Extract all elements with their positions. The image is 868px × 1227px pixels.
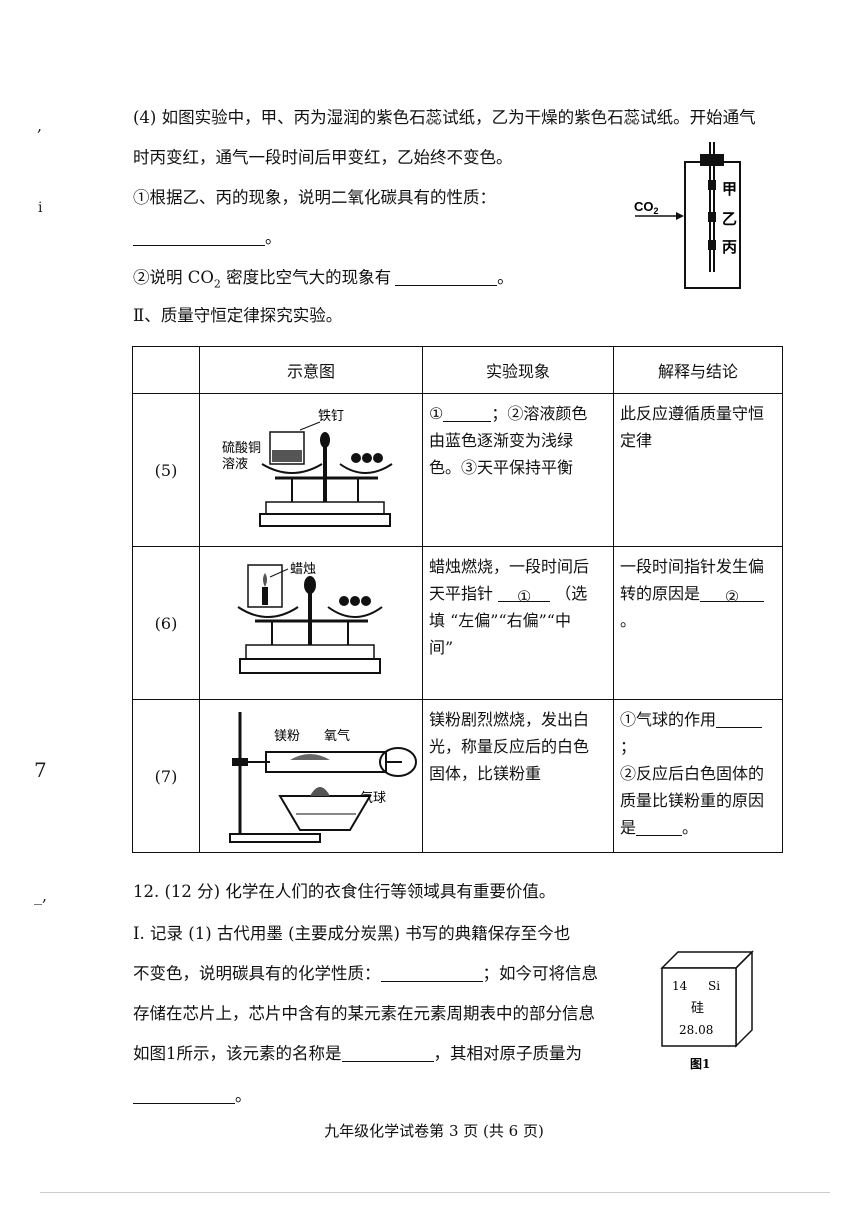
diagram-cell: 蜡烛 (199, 546, 423, 700)
element-mass: 28.08 (679, 1023, 713, 1037)
observation-cell: 蜡烛燃烧，一段时间后 天平指针 ① （选 填 “左偏”“右偏”“中 间” (422, 546, 614, 700)
bottom-divider (40, 1192, 830, 1193)
element-number: 14 (672, 979, 688, 993)
q4-sub1: ①根据乙、丙的现象，说明二氧化碳具有的性质： (133, 188, 496, 207)
silicon-element-figure: 14 Si 硅 28.08 图1 (660, 950, 754, 1071)
q12-line4: 如图1所示，该元素的名称是，其相对原子质量为 (133, 1043, 582, 1063)
margin-mark: i (38, 200, 43, 216)
label-jia: 甲 (722, 180, 737, 198)
magnesium-combustion-diagram: 镁粉 氧气 气球 (229, 712, 417, 843)
margin-mark: _, (34, 886, 48, 905)
answer-blank[interactable] (380, 963, 483, 982)
balance-candle-diagram: 蜡烛 (237, 562, 383, 674)
observation-cell: 镁粉剧烈燃烧，发出白 光，称量反应后的白色 固体，比镁粉重 (422, 699, 614, 853)
co2-label: CO (634, 199, 654, 214)
q12-line5: 。 (133, 1084, 252, 1108)
row-number: (5) (132, 393, 200, 547)
section2-title: Ⅱ、质量守恒定律探究实验。 (133, 306, 343, 325)
label-balloon: 气球 (360, 790, 386, 806)
answer-blank[interactable] (395, 267, 498, 286)
answer-blank[interactable] (133, 1085, 235, 1104)
answer-blank[interactable] (341, 1043, 434, 1062)
row-number: (6) (132, 546, 200, 700)
element-name: 硅 (691, 1001, 704, 1016)
balance-iron-nail-diagram: 铁钉 硫酸铜 溶液 (222, 409, 393, 527)
label-copper-sulfate: 硫酸铜 (222, 441, 261, 456)
co2-tube-diagram: CO2 甲 乙 丙 (634, 142, 741, 289)
q12-line2: 不变色，说明碳具有的化学性质：；如今可将信息 (133, 963, 598, 983)
svg-text:CO2: CO2 (634, 199, 659, 216)
label-oxygen: 氧气 (324, 728, 350, 744)
table-header: 解释与结论 (613, 346, 783, 394)
q12-title: 12. (12 分) 化学在人们的衣食住行等领域具有重要价值。 (133, 882, 556, 901)
table-row: (5) 铁钉 硫酸铜 溶液 (132, 393, 783, 547)
q12-line3: 存储在芯片上，芯片中含有的某元素在元素周期表中的部分信息 (133, 1004, 595, 1023)
page-footer: 九年级化学试卷第 3 页 (共 6 页) (324, 1122, 544, 1140)
answer-blank[interactable]: ① (498, 583, 551, 606)
q4-sub1-answer: 。 (133, 226, 282, 250)
label-bing: 丙 (722, 238, 737, 256)
conclusion-cell: ①气球的作用； ②反应后白色固体的 质量比镁粉重的原因 是。 (613, 699, 783, 853)
margin-mark: , (37, 116, 43, 135)
q4-line1: (4) 如图实验中，甲、丙为湿润的紫色石蕊试纸，乙为干燥的紫色石蕊试纸。开始通气 (133, 108, 756, 127)
table-header-row: 示意图 实验现象 解释与结论 (132, 346, 783, 394)
answer-blank[interactable] (716, 709, 763, 728)
q4-sub2: ②说明 CO2 密度比空气大的现象有。 (133, 267, 514, 291)
element-symbol: Si (708, 979, 720, 993)
q4-line2: 时丙变红，通气一段时间后甲变红，乙始终不变色。 (133, 148, 513, 167)
table-header: 示意图 (199, 346, 423, 394)
observation-cell: ①；②溶液颜色 由蓝色逐渐变为浅绿 色。③天平保持平衡 (422, 393, 614, 547)
figure-caption: 图1 (690, 1057, 710, 1071)
label-magnesium: 镁粉 (274, 729, 300, 744)
answer-blank[interactable] (443, 403, 492, 422)
margin-mark: 7 (34, 758, 47, 782)
q12-line1: Ⅰ. 记录 (1) 古代用墨 (主要成分炭黑) 书写的典籍保存至今也 (133, 924, 571, 943)
table-header: 实验现象 (422, 346, 614, 394)
answer-blank[interactable]: ② (700, 583, 765, 606)
conclusion-cell: 此反应遵循质量守恒 定律 (613, 393, 783, 547)
diagram-cell: 铁钉 硫酸铜 溶液 (199, 393, 423, 547)
label-candle: 蜡烛 (290, 562, 316, 577)
table-row: (7) 镁粉 氧气 气球 镁粉剧烈燃烧，发出白 光，称量反应后的白色 (132, 699, 783, 853)
table-header-blank (132, 346, 200, 394)
table-row: (6) 蜡烛 蜡烛燃烧，一 (132, 546, 783, 700)
diagram-cell: 镁粉 氧气 气球 (199, 699, 423, 853)
answer-blank[interactable] (636, 817, 683, 836)
label-solution: 溶液 (222, 457, 248, 472)
row-number: (7) (132, 699, 200, 853)
answer-blank[interactable] (133, 227, 265, 246)
experiment-table: 示意图 实验现象 解释与结论 (5) 铁钉 (132, 346, 783, 853)
label-iron-nail: 铁钉 (318, 409, 344, 424)
label-yi: 乙 (722, 210, 737, 228)
